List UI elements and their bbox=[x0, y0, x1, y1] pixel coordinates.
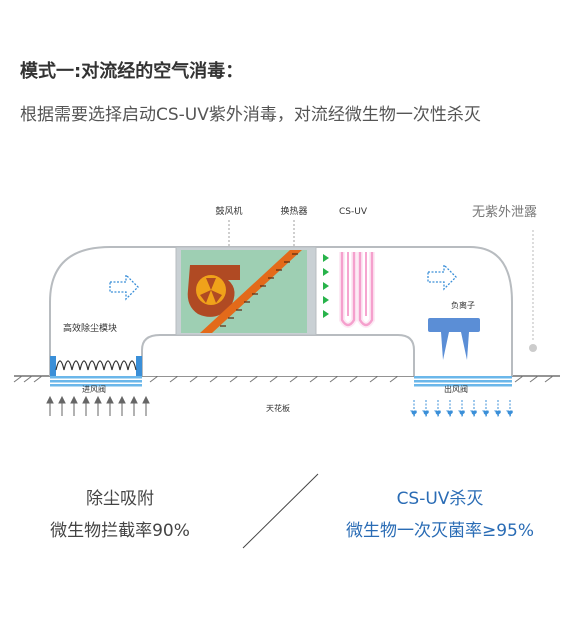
filter-result-title: 除尘吸附 bbox=[86, 489, 154, 509]
uv-leak-point bbox=[529, 344, 537, 352]
heat-exchanger bbox=[200, 250, 302, 333]
uv-result-title: CS-UV杀灭 bbox=[396, 489, 484, 509]
negative-ion-emitter bbox=[428, 318, 480, 360]
airflow-arrow-right bbox=[427, 263, 457, 291]
airflow-arrow-left bbox=[109, 273, 139, 301]
outlet-airflow-arrows bbox=[410, 400, 514, 417]
filter-module bbox=[50, 356, 142, 376]
page-title: 模式一:对流经的空气消毒： bbox=[20, 61, 244, 82]
negative-ion-label: 负离子 bbox=[451, 300, 475, 310]
intake-vent bbox=[50, 376, 142, 387]
heat-exchanger-label: 换热器 bbox=[280, 205, 307, 217]
cs-uv-label: CS-UV bbox=[339, 207, 368, 217]
ceiling-label: 天花板 bbox=[266, 403, 290, 413]
no-uv-leak-label: 无紫外泄露 bbox=[472, 205, 537, 220]
blower-label: 鼓风机 bbox=[215, 205, 242, 217]
uv-result-rate: 微生物一次灭菌率≥95% bbox=[345, 521, 535, 541]
ceiling-hatch-left bbox=[13, 375, 554, 383]
uv-airflow-arrows bbox=[323, 254, 329, 318]
air-disinfection-diagram: 鼓风机 换热器 CS-UV 无紫外泄露 高效除尘模块 进风阀 天花板 出风阀 负… bbox=[13, 205, 560, 417]
fan-blades bbox=[200, 278, 222, 303]
cs-uv-glow bbox=[339, 252, 375, 328]
heat-exchanger-stripes bbox=[220, 253, 298, 327]
mode-description: 根据需要选择启动CS-UV紫外消毒，对流经微生物一次性杀灭 bbox=[20, 105, 481, 125]
filter-module-label: 高效除尘模块 bbox=[63, 322, 117, 334]
filter-result-rate: 微生物拦截率90% bbox=[50, 521, 190, 541]
intake-airflow-arrows bbox=[46, 395, 150, 416]
outlet-vent bbox=[414, 376, 512, 387]
outlet-valve-label: 出风阀 bbox=[444, 384, 468, 394]
intake-valve-label: 进风阀 bbox=[82, 385, 106, 394]
